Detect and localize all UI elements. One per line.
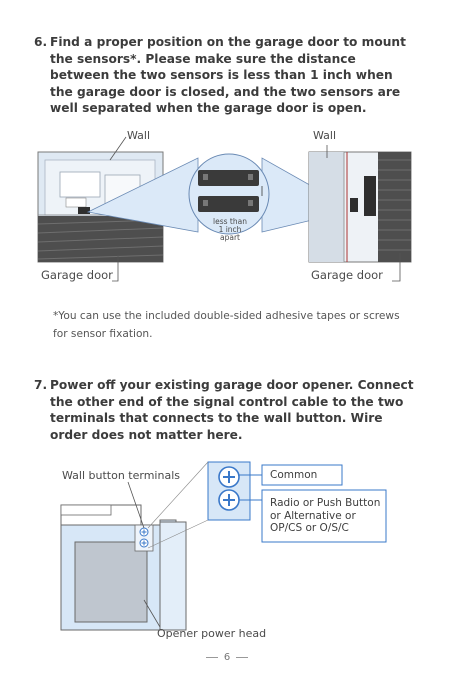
wall-left-label: Wall	[127, 129, 151, 142]
small-terminal-screws	[139, 527, 149, 548]
power-head-leader	[143, 599, 161, 628]
garage-door-right-label: Garage door	[311, 268, 383, 282]
step-7-text: Power off your existing garage door open…	[50, 378, 414, 442]
step-6-number: 6.	[34, 35, 48, 49]
wall-button-leader	[127, 481, 145, 529]
radio-label: Radio or Push Button or Alternative or O…	[270, 497, 380, 535]
callout-line-2: 1 inch apart	[218, 225, 242, 242]
radio-label-line-1: Radio or Push Button	[270, 497, 381, 509]
sensor-callout	[188, 153, 270, 235]
step-6: 6. Find a proper position on the garage …	[34, 34, 419, 117]
page-number-value: 6	[223, 652, 231, 663]
step-7: 7. Power off your existing garage door o…	[34, 377, 419, 443]
page-number-dash-right	[236, 656, 249, 658]
right-garage-illustration	[308, 151, 412, 263]
common-label: Common	[270, 469, 318, 481]
wall-button-terminals-label: Wall button terminals	[62, 469, 180, 482]
radio-label-box	[261, 489, 387, 543]
sensor-top-icon	[198, 170, 259, 186]
wall-left-leader	[109, 136, 127, 161]
page-number: 6	[0, 652, 454, 663]
sensor-bottom-icon	[198, 196, 259, 212]
step-7-number: 7.	[34, 378, 48, 392]
opener-power-head-label: Opener power head	[157, 627, 267, 640]
radio-label-line-2: or Alternative or	[270, 509, 356, 522]
callout-line-1: less than	[213, 217, 247, 226]
garage-door-left-label: Garage door	[41, 268, 113, 282]
garage-left-leader	[112, 255, 119, 282]
step-6-text: Find a proper position on the garage doo…	[50, 35, 406, 115]
wall-right-label: Wall	[313, 129, 337, 142]
opener-power-head-illustration	[60, 504, 187, 631]
page-number-dash-left	[205, 656, 218, 658]
radio-label-line-3: OP/CS or O/S/C	[270, 522, 349, 534]
callout-distance-label: less than 1 inch apart	[211, 218, 249, 242]
garage-right-leader	[392, 253, 401, 282]
terminal-zoom-panel	[207, 461, 251, 521]
footnote: *You can use the included double-sided a…	[53, 310, 400, 340]
